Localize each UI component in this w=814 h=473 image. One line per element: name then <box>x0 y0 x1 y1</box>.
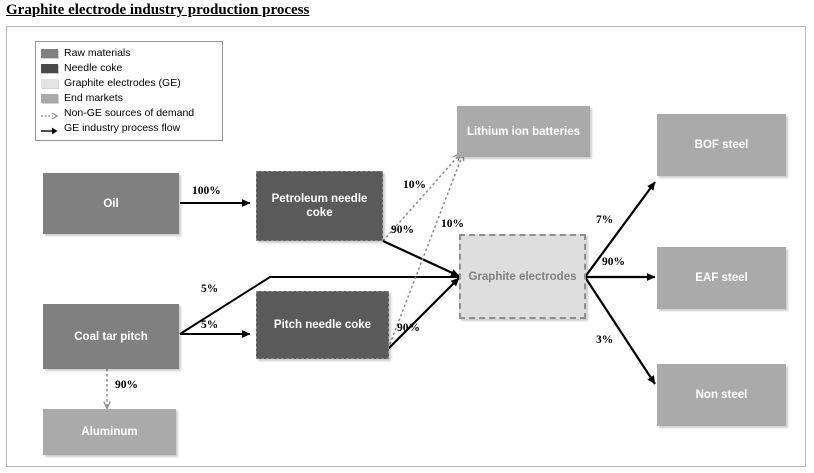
diagram-canvas: Raw materials Needle coke Graphite elect… <box>6 26 806 467</box>
node-eaf-steel[interactable]: EAF steel <box>657 247 786 309</box>
raw-materials-swatch <box>41 48 58 58</box>
node-lithium-ion-batteries[interactable]: Lithium ion batteries <box>457 106 590 157</box>
needle-coke-swatch <box>41 63 58 73</box>
dotted-arrow-icon <box>41 108 59 120</box>
graphite-electrodes-swatch <box>41 78 58 88</box>
node-label: Aluminum <box>81 426 138 438</box>
legend-label: GE industry process flow <box>64 121 181 134</box>
flow-label-pnc-to-lib: 10% <box>403 179 426 191</box>
node-label: BOF steel <box>694 139 749 151</box>
node-non-steel[interactable]: Non steel <box>657 364 786 426</box>
page-title: Graphite electrode industry production p… <box>6 2 310 18</box>
flow-graphite-electrodes-to-non-steel <box>584 276 656 385</box>
flow-label-ge-to-nonsteel: 3% <box>596 334 614 346</box>
flow-pitch-needle-coke-to-graphite-electrodes <box>387 277 460 350</box>
node-label: Pitch needle coke <box>273 319 372 331</box>
flow-label-pitch-to-lib: 10% <box>441 218 464 230</box>
node-label: Lithium ion batteries <box>466 125 581 138</box>
node-label: Non steel <box>695 389 748 401</box>
node-graphite-electrodes[interactable]: Graphite electrodes <box>459 234 586 319</box>
node-label: Oil <box>103 197 119 210</box>
node-petroleum-needle-coke[interactable]: Petroleum needle coke <box>256 171 383 241</box>
node-oil[interactable]: Oil <box>43 173 179 234</box>
flow-label-pitch-to-ge: 90% <box>397 322 420 334</box>
legend-item-raw-materials: Raw materials <box>41 46 217 60</box>
legend-label: Graphite electrodes (GE) <box>64 76 181 89</box>
solid-arrow-icon <box>41 123 58 135</box>
node-aluminum[interactable]: Aluminum <box>43 409 176 455</box>
node-pitch-needle-coke[interactable]: Pitch needle coke <box>256 291 389 359</box>
flow-label-ge-to-eaf: 90% <box>602 256 625 268</box>
legend-item-end-markets: End markets <box>41 91 217 105</box>
legend-item-ge-process-flow: GE industry process flow <box>41 121 217 135</box>
node-label: Coal tar pitch <box>74 330 148 343</box>
legend-label: Non-GE sources of demand <box>64 106 195 119</box>
flow-label-ge-to-bof: 7% <box>596 214 614 226</box>
node-coal-tar-pitch[interactable]: Coal tar pitch <box>43 304 179 369</box>
node-label: Graphite electrodes <box>468 270 577 283</box>
legend: Raw materials Needle coke Graphite elect… <box>35 41 223 141</box>
flow-label-oil-to-pnc: 100% <box>192 185 221 197</box>
legend-label: Needle coke <box>64 61 123 74</box>
legend-item-graphite-electrodes: Graphite electrodes (GE) <box>41 76 217 90</box>
node-bof-steel[interactable]: BOF steel <box>657 114 786 176</box>
flow-label-ctp-to-ge: 5% <box>201 283 219 295</box>
legend-label: Raw materials <box>64 46 131 59</box>
legend-item-non-ge-demand: Non-GE sources of demand <box>41 106 217 120</box>
flow-label-ctp-to-pitch: 5% <box>201 319 219 331</box>
node-label: Petroleum needle coke <box>271 193 368 219</box>
legend-label: End markets <box>64 91 123 104</box>
legend-item-needle-coke: Needle coke <box>41 61 217 75</box>
flow-label-pnc-to-ge: 90% <box>391 224 414 236</box>
node-label: EAF steel <box>695 272 748 284</box>
end-markets-swatch <box>41 93 58 103</box>
flow-label-ctp-to-aluminum: 90% <box>115 379 138 391</box>
flow-petroleum-needle-coke-to-graphite-electrodes <box>382 240 460 277</box>
